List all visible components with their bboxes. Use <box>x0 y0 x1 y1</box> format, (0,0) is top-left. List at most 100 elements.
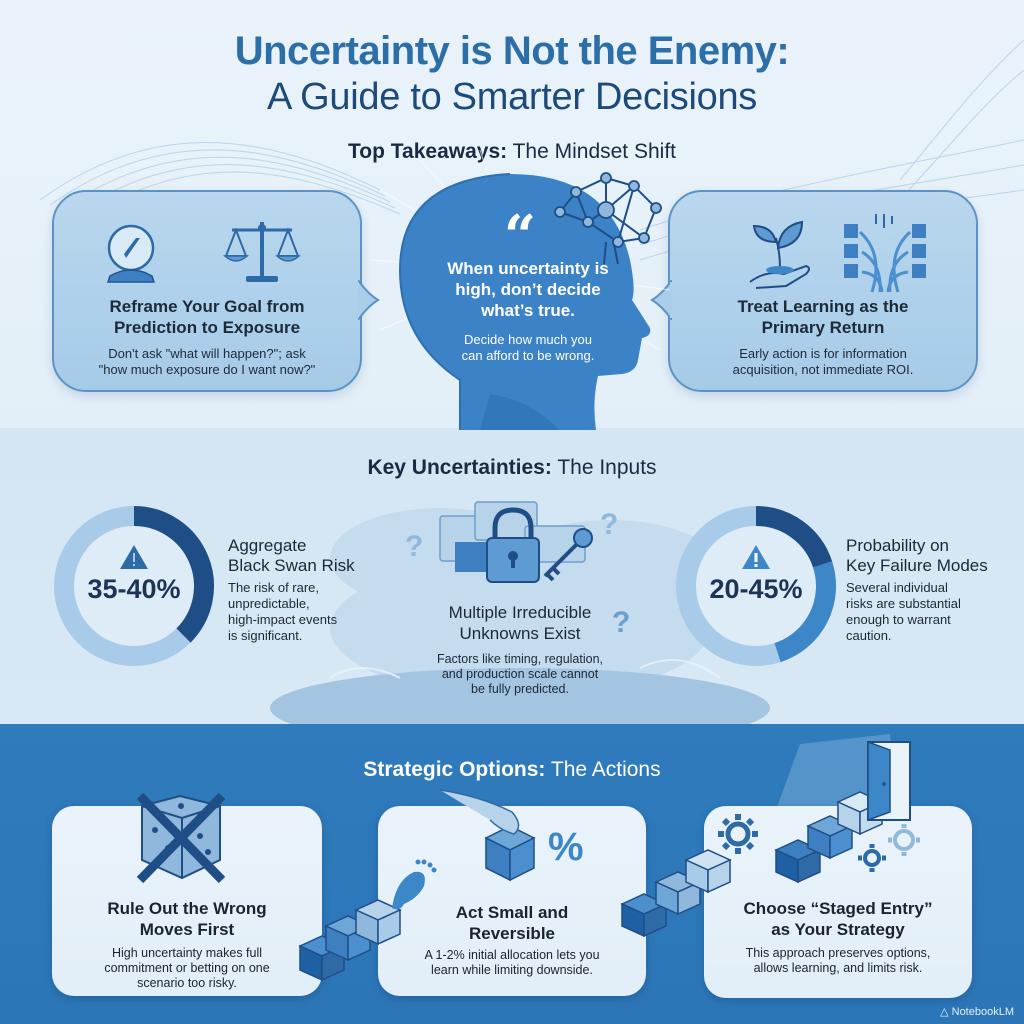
action-text-line: learn while limiting downside. <box>431 963 593 977</box>
warning-icon <box>120 545 148 569</box>
takeaway-title-line: Reframe Your Goal from <box>109 297 305 316</box>
unknowns-text-line: Factors like timing, regulation, <box>436 652 604 666</box>
donut-failure-modes <box>676 506 837 666</box>
action-title-line: as Your Strategy <box>771 920 905 939</box>
svg-text:?: ? <box>600 508 618 541</box>
action-title-line: Act Small and <box>455 903 569 922</box>
action-text: A 1-2% initial allocation lets you learn… <box>378 948 646 978</box>
takeaways-heading-bold: Top Takeaways: <box>348 140 508 163</box>
takeaways-heading-rest: The Mindset Shift <box>512 140 676 163</box>
lock-and-key-illustration: ? ? <box>405 501 618 583</box>
takeaway-title: Treat Learning as the Primary Return <box>670 296 976 338</box>
stat-text-line: risks are substantial <box>846 596 961 611</box>
stat-text-line: The risk of rare, <box>228 580 320 595</box>
uncertainties-heading: Key Uncertainties: The Inputs <box>0 456 1024 480</box>
action-text-line: A 1-2% initial allocation lets you <box>424 948 600 962</box>
page-title: Uncertainty is Not the Enemy: A Guide to… <box>0 28 1024 120</box>
unknowns-text-line: and production scale cannot <box>441 667 599 681</box>
unknowns-title-line: Unknowns Exist <box>459 624 581 643</box>
uncertainties-heading-bold: Key Uncertainties: <box>367 456 552 479</box>
action-text-line: allows learning, and limits risk. <box>753 961 923 975</box>
actions-heading: Strategic Options: The Actions <box>0 758 1024 782</box>
takeaway-title-line: Treat Learning as the <box>737 297 909 316</box>
action-card-act-small: Act Small and Reversible A 1-2% initial … <box>378 806 646 996</box>
stat-title-line: Aggregate <box>228 536 307 555</box>
action-title-line: Rule Out the Wrong <box>107 899 267 918</box>
title-line-1: Uncertainty is Not the Enemy: <box>234 29 790 73</box>
bubble-tail <box>358 280 380 320</box>
balance-scale-icon <box>223 222 301 282</box>
action-title: Rule Out the Wrong Moves First <box>52 898 322 940</box>
donut-black-swan-risk <box>54 506 214 666</box>
action-card-staged-entry: Choose “Staged Entry” as Your Strategy T… <box>704 806 972 998</box>
takeaway-text: Early action is for information acquisit… <box>670 346 976 378</box>
question-mark-icon: ? ? <box>405 508 618 563</box>
notebooklm-logo-icon: △ <box>940 1006 952 1018</box>
brand-label: NotebookLM <box>951 1006 1014 1018</box>
stat-text-line: is significant. <box>228 628 303 643</box>
takeaway-title-line: Prediction to Exposure <box>113 318 301 337</box>
uncertainties-section: Key Uncertainties: The Inputs <box>0 428 1024 724</box>
takeaway-text: Don't ask "what will happen?"; ask "how … <box>54 346 360 378</box>
takeaways-heading: Top Takeaways: The Mindset Shift <box>0 140 1024 164</box>
quote-line: high, don’t decide <box>455 280 601 299</box>
notebooklm-brand: △ NotebookLM <box>940 1005 1014 1018</box>
stat-title-line: Key Failure Modes <box>846 556 988 575</box>
takeaway-title: Reframe Your Goal from Prediction to Exp… <box>54 296 360 338</box>
unknowns-title: Multiple Irreducible Unknowns Exist <box>390 602 650 644</box>
svg-text:?: ? <box>405 530 423 563</box>
action-text-line: scenario too risky. <box>137 976 237 990</box>
central-quote: When uncertainty is high, don’t decide w… <box>408 258 648 321</box>
stat-text-line: unpredictable, <box>228 596 310 611</box>
stat-text-line: caution. <box>846 628 892 643</box>
unknowns-text-line: be fully predicted. <box>471 682 569 696</box>
quote-line: When uncertainty is <box>447 259 609 278</box>
stat-title: Aggregate Black Swan Risk <box>228 536 355 576</box>
action-title: Act Small and Reversible <box>378 902 646 944</box>
question-mark-icon: ? <box>612 606 631 639</box>
takeaway-text-line: Early action is for information <box>739 346 907 361</box>
takeaway-card-learning: Treat Learning as the Primary Return Ear… <box>650 190 978 392</box>
stat-title-line: Black Swan Risk <box>228 556 355 575</box>
stat-description: Several individual risks are substantial… <box>846 580 961 644</box>
action-text-line: High uncertainty makes full <box>111 946 263 960</box>
takeaway-text-line: acquisition, not immediate ROI. <box>732 362 914 377</box>
stat-text-line: high-impact events <box>228 612 338 627</box>
action-text-line: This approach preserves options, <box>745 946 931 960</box>
stat-description: The risk of rare, unpredictable, high-im… <box>228 580 337 644</box>
head-silhouette-icon <box>369 150 671 430</box>
stat-title-line: Probability on <box>846 536 950 555</box>
action-text: High uncertainty makes full commitment o… <box>52 946 322 991</box>
crystal-ball-compass-icon <box>106 224 156 283</box>
action-text: This approach preserves options, allows … <box>704 946 972 976</box>
takeaway-title-line: Primary Return <box>761 318 885 337</box>
uncertainties-heading-rest: The Inputs <box>557 456 657 479</box>
actions-heading-bold: Strategic Options: <box>363 758 546 781</box>
takeaway-text-line: "how much exposure do I want now?" <box>98 362 316 377</box>
neural-network-icon <box>554 172 662 264</box>
plant-in-hand-icon <box>749 220 810 289</box>
title-line-2: A Guide to Smarter Decisions <box>266 76 758 118</box>
takeaway-card-exposure: Reframe Your Goal from Prediction to Exp… <box>52 190 380 392</box>
takeaway-text-line: Don't ask "what will happen?"; ask <box>108 346 306 361</box>
action-text-line: commitment or betting on one <box>104 961 270 975</box>
action-card-rule-out: Rule Out the Wrong Moves First High unce… <box>52 806 322 996</box>
action-title-line: Choose “Staged Entry” <box>743 899 933 918</box>
quote-icon: “ <box>503 203 537 269</box>
unknowns-title-line: Multiple Irreducible <box>448 603 592 622</box>
stat-text-line: Several individual <box>846 580 948 595</box>
action-title-line: Reversible <box>469 924 555 943</box>
quote-sub-line: Decide how much you <box>464 332 592 347</box>
data-flow-icon <box>844 214 926 293</box>
stat-text-line: enough to warrant <box>846 612 951 627</box>
stat-value: 35-40% <box>87 574 181 604</box>
quote-sub-line: can afford to be wrong. <box>461 348 595 363</box>
unknowns-description: Factors like timing, regulation, and pro… <box>395 652 645 697</box>
stat-title: Probability on Key Failure Modes <box>846 536 988 576</box>
central-quote-subtext: Decide how much you can afford to be wro… <box>418 332 638 364</box>
actions-heading-rest: The Actions <box>550 758 661 781</box>
action-title-line: Moves First <box>139 920 235 939</box>
stat-value: 20-45% <box>709 574 803 604</box>
actions-section: Strategic Options: The Actions Rule Out … <box>0 724 1024 1024</box>
warning-icon <box>742 545 770 569</box>
